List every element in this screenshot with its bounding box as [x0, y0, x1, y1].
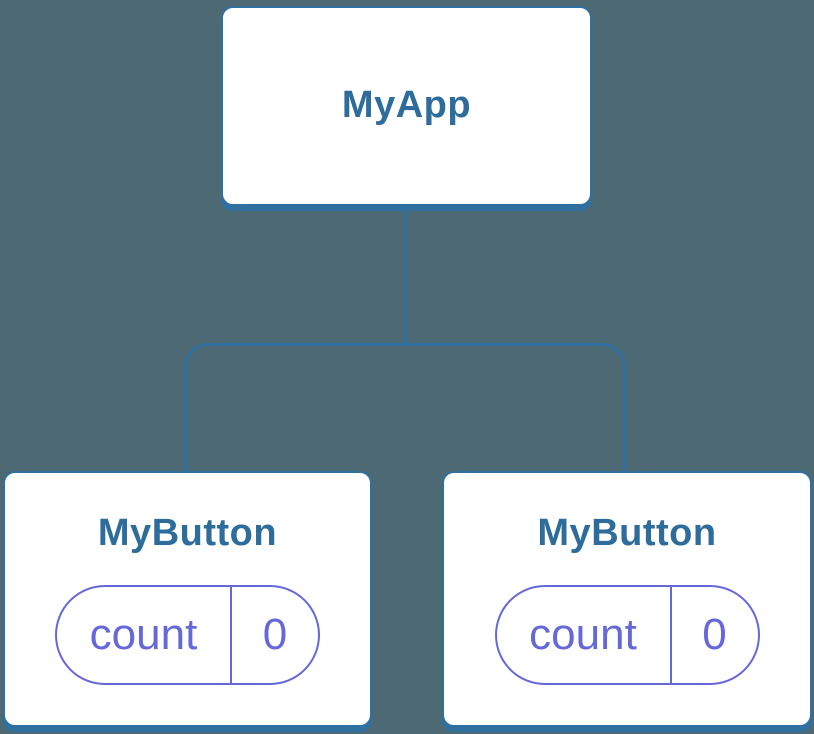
state-pill-left: count 0 [55, 584, 320, 685]
state-key-left: count [57, 586, 232, 683]
root-node-label: MyApp [341, 84, 472, 127]
state-key-right: count [497, 586, 672, 683]
child-node-left: MyButton count 0 [3, 471, 372, 727]
state-pill-right: count 0 [494, 584, 760, 685]
state-value-left: 0 [262, 609, 288, 659]
root-node: MyApp [221, 6, 592, 206]
child-node-left-label: MyButton [97, 512, 278, 555]
child-node-right: MyButton count 0 [442, 471, 812, 727]
connector-bracket-line [184, 343, 626, 471]
connector-stem-line [404, 208, 407, 345]
child-node-right-label: MyButton [537, 512, 717, 555]
state-value-right: 0 [702, 609, 727, 659]
